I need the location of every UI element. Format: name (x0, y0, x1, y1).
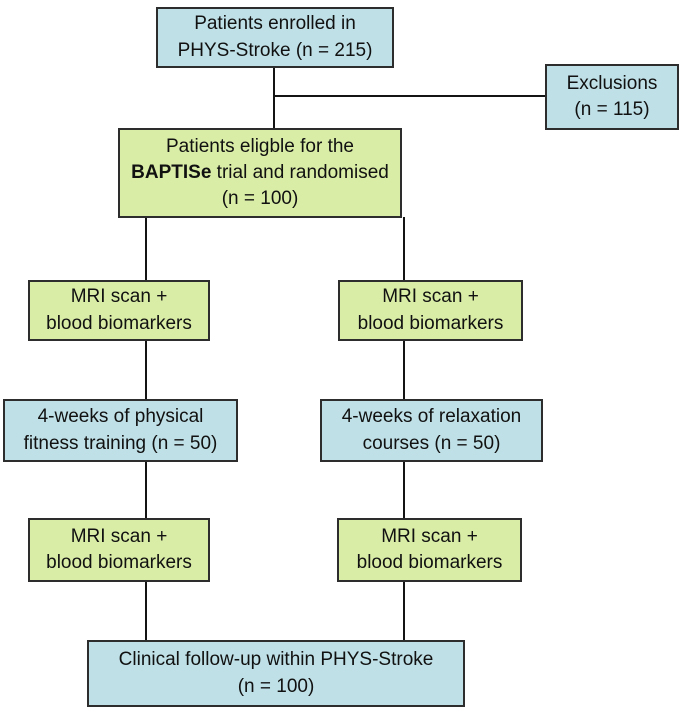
node-exclusions-line2: (n = 115) (574, 99, 650, 120)
node-clinical-followup-line1: Clinical follow-up within PHYS-Stroke (118, 649, 434, 671)
node-eligible-line2: BAPTISe trial and randomised (131, 160, 389, 186)
node-exclusions: Exclusions (n = 115) (545, 64, 679, 130)
node-mri-top-left-line2: blood biomarkers (46, 312, 192, 334)
node-fitness-training-line1: 4-weeks of physical (37, 406, 204, 428)
node-eligible-line2-rest: trial and randomised (211, 161, 389, 183)
node-mri-bottom-left: MRI scan + blood biomarkers (28, 518, 210, 582)
node-eligible-line3: (n = 100) (221, 188, 299, 210)
node-mri-top-right-line1: MRI scan + (382, 286, 479, 308)
node-mri-top-right-line2: blood biomarkers (357, 312, 504, 334)
node-eligible-line1: Patients eligble for the (165, 135, 354, 157)
connector-to-exclusions (273, 95, 545, 97)
node-exclusions-line1: Exclusions (566, 72, 658, 94)
node-clinical-followup-line2: (n = 100) (237, 675, 315, 697)
node-relaxation-courses-line2: courses (n = 50) (362, 432, 501, 454)
node-fitness-training-line2: fitness training (n = 50) (23, 432, 218, 454)
node-clinical-followup: Clinical follow-up within PHYS-Stroke (n… (87, 640, 465, 707)
node-patients-enrolled: Patients enrolled in PHYS-Stroke (n = 21… (156, 7, 394, 68)
node-mri-bottom-left-line1: MRI scan + (70, 525, 168, 547)
connector-enrolled-to-eligible (273, 66, 275, 128)
node-eligible-randomised: Patients eligble for the BAPTISe trial a… (118, 128, 402, 218)
node-relaxation-courses-line1: 4-weeks of relaxation (341, 406, 522, 428)
node-mri-bottom-right-line1: MRI scan + (381, 525, 478, 547)
node-mri-top-left-line1: MRI scan + (70, 286, 168, 308)
node-mri-bottom-right-line2: blood biomarkers (356, 552, 503, 573)
node-patients-enrolled-line2: PHYS-Stroke (n = 215) (177, 39, 373, 61)
node-mri-top-left: MRI scan + blood biomarkers (28, 280, 210, 341)
node-mri-bottom-left-line2: blood biomarkers (46, 552, 192, 573)
node-eligible-trial-acronym: BAPTISe (131, 161, 212, 183)
node-patients-enrolled-line1: Patients enrolled in (194, 13, 356, 35)
node-fitness-training: 4-weeks of physical fitness training (n … (3, 399, 238, 462)
node-relaxation-courses: 4-weeks of relaxation courses (n = 50) (320, 399, 543, 462)
node-mri-bottom-right: MRI scan + blood biomarkers (337, 518, 522, 582)
node-mri-top-right: MRI scan + blood biomarkers (338, 280, 523, 341)
